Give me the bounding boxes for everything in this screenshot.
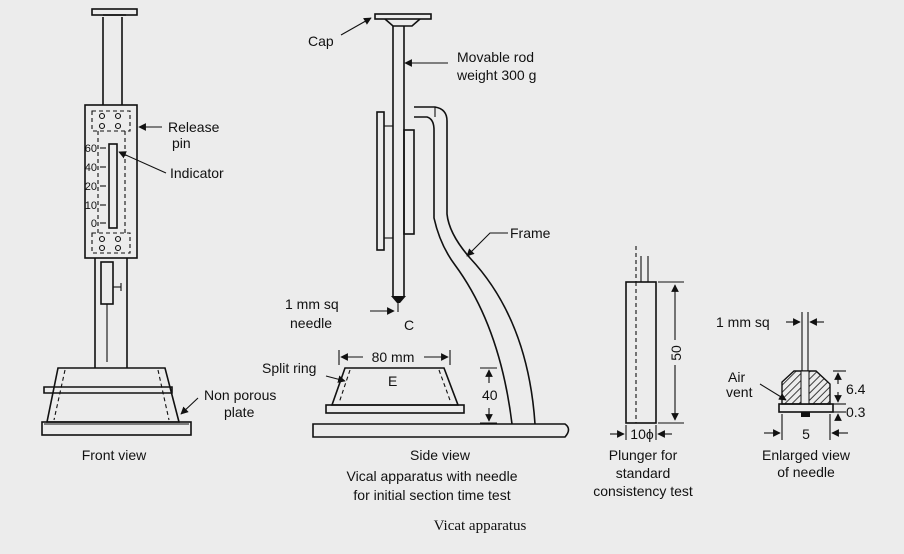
side-glass-plate: [325, 404, 465, 414]
plunger-diameter-label: 10ϕ: [630, 426, 654, 442]
frame: [414, 106, 536, 425]
release-pin-label-line1: Release: [168, 119, 220, 135]
needle-width-label: 5: [802, 426, 810, 442]
side-cap: [374, 13, 432, 20]
release-pin-label-line2: pin: [172, 135, 191, 151]
ring-height-label: 40: [482, 387, 498, 403]
movable-rod-label-line2: weight 300 g: [456, 67, 536, 83]
needle-height-1-label: 6.4: [846, 381, 866, 397]
air-vent-label-line1: Air: [728, 369, 745, 385]
needle-detail-title-line1: Enlarged view: [762, 447, 851, 463]
split-ring-label: Split ring: [262, 360, 316, 376]
front-needle-holder: [100, 261, 114, 305]
enlarged-needle-drawing: [778, 312, 834, 417]
frame-label: Frame: [510, 225, 551, 241]
figure-caption: Vicat apparatus: [434, 518, 527, 534]
front-housing: [84, 104, 138, 259]
side-view-subtitle-line1: Vical apparatus with needle: [347, 468, 518, 484]
indicator-slot: [108, 143, 118, 229]
needle-detail-title-line2: of needle: [777, 464, 835, 480]
scale-tick-60: 60: [85, 143, 97, 155]
point-e-label: E: [388, 373, 397, 389]
front-view-drawing: 60 40 20 10 0: [41, 8, 192, 436]
point-c-label: C: [404, 317, 414, 333]
plunger-body: [625, 281, 657, 424]
cap-label: Cap: [308, 33, 334, 49]
movable-rod-label-line1: Movable rod: [457, 49, 534, 65]
side-view-drawing: [312, 13, 570, 438]
plunger-title-line3: consistency test: [593, 483, 693, 499]
front-view-title: Front view: [82, 447, 147, 463]
air-vent-label-line2: vent: [726, 384, 753, 400]
scale-tick-20: 20: [85, 181, 97, 193]
scale-tick-10: 10: [85, 200, 97, 212]
non-porous-label-line2: plate: [224, 404, 255, 420]
scale: 60 40 20 10 0: [85, 143, 106, 230]
front-plate: [41, 421, 192, 436]
ring-width-label: 80 mm: [372, 349, 415, 365]
side-view-title: Side view: [410, 447, 471, 463]
needle-size-label: 1 mm sq: [716, 314, 770, 330]
indicator-label: Indicator: [170, 165, 224, 181]
non-porous-label-line1: Non porous: [204, 387, 276, 403]
scale-tick-40: 40: [85, 162, 97, 174]
plunger-title-line2: standard: [616, 465, 670, 481]
needle-label-line1: 1 mm sq: [285, 296, 339, 312]
needle-height-2-label: 0.3: [846, 404, 866, 420]
plunger-length-label: 50: [668, 345, 684, 361]
needle-label-line2: needle: [290, 315, 332, 331]
front-cap: [91, 8, 138, 16]
scale-tick-0: 0: [91, 218, 97, 230]
plunger-title-line1: Plunger for: [609, 447, 678, 463]
plunger-drawing: [625, 246, 657, 424]
front-mould: [46, 367, 181, 423]
side-base: [312, 423, 570, 438]
side-view-subtitle-line2: for initial section time test: [353, 487, 510, 503]
